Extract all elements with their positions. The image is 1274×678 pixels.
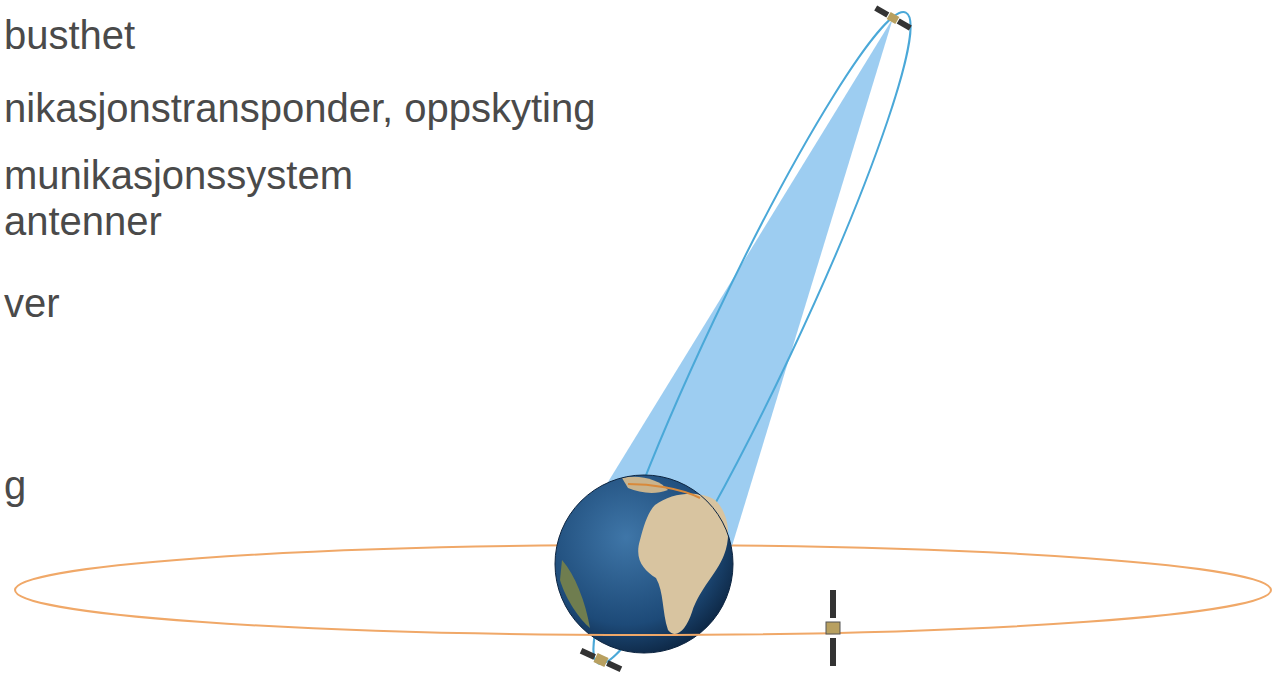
satellite xyxy=(826,590,840,666)
bullet-text: g xyxy=(4,462,304,508)
bullet-text: busthet xyxy=(4,12,604,58)
earth xyxy=(555,475,733,653)
bullet-text: nikasjonstransponder, oppskyting xyxy=(4,85,764,131)
bullet-text: ver xyxy=(4,280,304,326)
bullet-text: munikasjonssystem antenner xyxy=(4,152,394,244)
satellite xyxy=(579,646,623,674)
satellite xyxy=(874,5,913,32)
geo-orbit xyxy=(15,590,1271,635)
coverage-beam xyxy=(608,18,893,546)
